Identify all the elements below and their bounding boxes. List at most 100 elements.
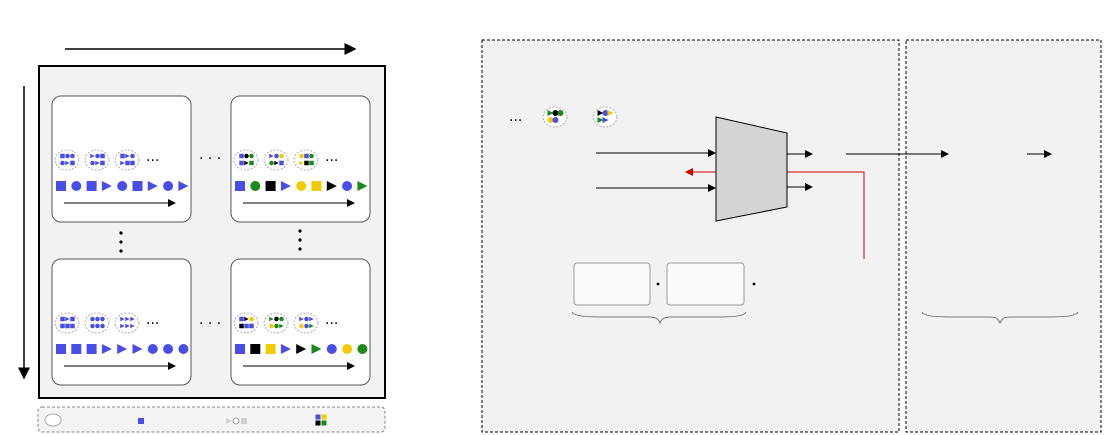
circle-mark: [250, 181, 261, 191]
circle-mark: [244, 153, 249, 159]
square-mark: [241, 418, 247, 424]
shape-group: [84, 149, 110, 171]
square-mark: [309, 160, 314, 166]
triangle-mark: [120, 160, 125, 166]
group-outline: [542, 106, 568, 128]
triangle-mark: [597, 117, 604, 123]
square-mark: [60, 323, 65, 329]
square-mark: [65, 323, 70, 329]
shape-group: [293, 312, 319, 334]
square-mark: [56, 181, 66, 191]
triangle-mark: [296, 344, 307, 354]
shape-group: [592, 106, 618, 128]
circle-mark: [130, 153, 135, 159]
circle-mark: [552, 110, 559, 116]
triangle-mark: [125, 153, 130, 159]
square-mark: [138, 418, 144, 424]
triangle-mark: [597, 110, 604, 116]
circle-mark: [552, 117, 559, 123]
shape-group: [263, 149, 289, 171]
group-outline: [84, 149, 110, 171]
grid-cell-top-right: ···: [230, 95, 371, 223]
triangle-mark: [309, 316, 314, 322]
square-mark: [100, 160, 105, 166]
circle-mark: [269, 323, 274, 329]
group-outline: [233, 312, 259, 334]
square-mark: [235, 344, 245, 354]
brace-right: [921, 311, 1079, 325]
triangle-mark: [101, 344, 112, 354]
triangle-mark: [280, 344, 291, 354]
triangle-mark: [244, 160, 249, 166]
square-mark: [304, 153, 309, 159]
shape-group: [233, 149, 259, 171]
square-mark: [130, 160, 135, 166]
square-mark: [239, 323, 244, 329]
circle-mark: [342, 344, 353, 354]
circle-mark: [304, 323, 309, 329]
square-mark: [239, 153, 244, 159]
triangle-mark: [279, 323, 284, 329]
circle-mark: [100, 316, 105, 322]
triangle-mark: [178, 181, 189, 191]
circle-mark: [557, 110, 564, 116]
circle-mark: [357, 344, 368, 354]
triangle-mark: [120, 316, 125, 322]
feedback-path: [787, 171, 865, 259]
triangle-mark: [269, 316, 274, 322]
box-right: [666, 262, 745, 306]
circle-mark: [95, 153, 100, 159]
group-outline: [54, 312, 80, 334]
group-outline: [114, 312, 140, 334]
circle-mark: [296, 181, 307, 191]
ellipsis-right-column: [298, 229, 302, 251]
triangle-mark: [226, 418, 232, 424]
square-mark: [321, 414, 327, 420]
grid-cells: ············: [51, 95, 371, 386]
square-mark: [70, 316, 75, 322]
multiplexer-block: [715, 116, 788, 222]
group-outline: [263, 312, 289, 334]
shape-group: [542, 106, 568, 128]
legend-box: [37, 406, 386, 433]
square-mark: [70, 323, 75, 329]
circle-mark: [299, 323, 304, 329]
triangle-mark: [101, 181, 112, 191]
triangle-mark: [130, 323, 135, 329]
square-mark: [86, 181, 97, 191]
group-outline: [84, 312, 110, 334]
triangle-mark: [65, 160, 70, 166]
circle-mark: [95, 323, 100, 329]
group-ellipsis: ···: [325, 153, 338, 169]
middle-panel: [481, 39, 900, 433]
circle-mark: [249, 316, 254, 322]
dot-operator-2: [752, 282, 756, 286]
group-outline: [54, 149, 80, 171]
square-mark: [321, 420, 327, 426]
square-mark: [315, 414, 321, 420]
ellipsis-left-column: [119, 231, 123, 253]
triangle-mark: [269, 153, 274, 159]
legend-ellipse: [44, 413, 62, 427]
shape-group: [84, 312, 110, 334]
triangle-mark: [125, 316, 130, 322]
triangle-mark: [244, 316, 249, 322]
circle-mark: [147, 344, 158, 354]
group-outline: [293, 149, 319, 171]
triangle-mark: [280, 181, 291, 191]
triangle-mark: [357, 181, 368, 191]
square-mark: [56, 344, 66, 354]
shape-group: [293, 149, 319, 171]
square-mark: [86, 344, 97, 354]
grid-cell-bottom-right: ···: [230, 258, 371, 386]
triangle-mark: [130, 316, 135, 322]
triangle-mark: [90, 153, 95, 159]
circle-mark: [342, 181, 353, 191]
ellipsis-top-row: · · ·: [199, 151, 221, 167]
square-mark: [235, 181, 245, 191]
ellipsis-bottom-row: · · ·: [199, 316, 221, 332]
square-mark: [265, 181, 276, 191]
circle-mark: [299, 153, 304, 159]
circle-mark: [274, 323, 279, 329]
group-ellipsis: ···: [325, 316, 338, 332]
